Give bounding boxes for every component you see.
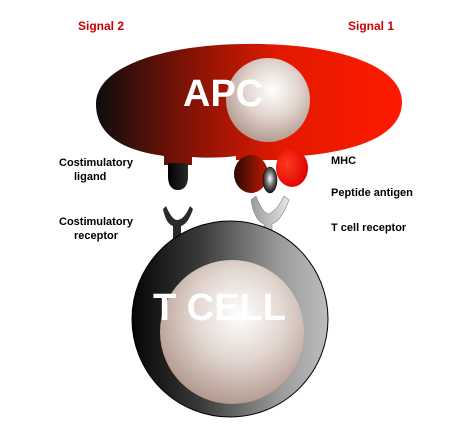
costimulatory-receptor-label-line1: Costimulatory [59,216,134,228]
t-cell: T CELL [131,220,329,418]
apc-label: APC [183,73,263,115]
signal-1-label: Signal 1 [348,19,394,33]
costimulatory-ligand-label-line1: Costimulatory [59,157,134,169]
mhc-label: MHC [331,155,356,167]
t-cell-nucleus [160,260,304,404]
costimulatory-ligand-label-line2: ligand [74,171,106,183]
t-cell-receptor [250,195,290,241]
mhc-left-chain [234,155,268,193]
apc-cell: APC [96,43,402,166]
costimulatory-ligand [168,163,188,190]
signal-2-label: Signal 2 [78,19,124,33]
mhc-molecule [234,149,308,193]
costimulatory-receptor [163,206,193,240]
t-cell-receptor-label: T cell receptor [331,222,407,234]
mhc-right-chain [276,149,308,187]
peptide-antigen [262,166,278,194]
costimulatory-receptor-label-line2: receptor [74,230,119,242]
apc-nucleus [226,58,310,142]
t-cell-label: T CELL [153,287,286,329]
peptide-antigen-label: Peptide antigen [331,187,413,199]
